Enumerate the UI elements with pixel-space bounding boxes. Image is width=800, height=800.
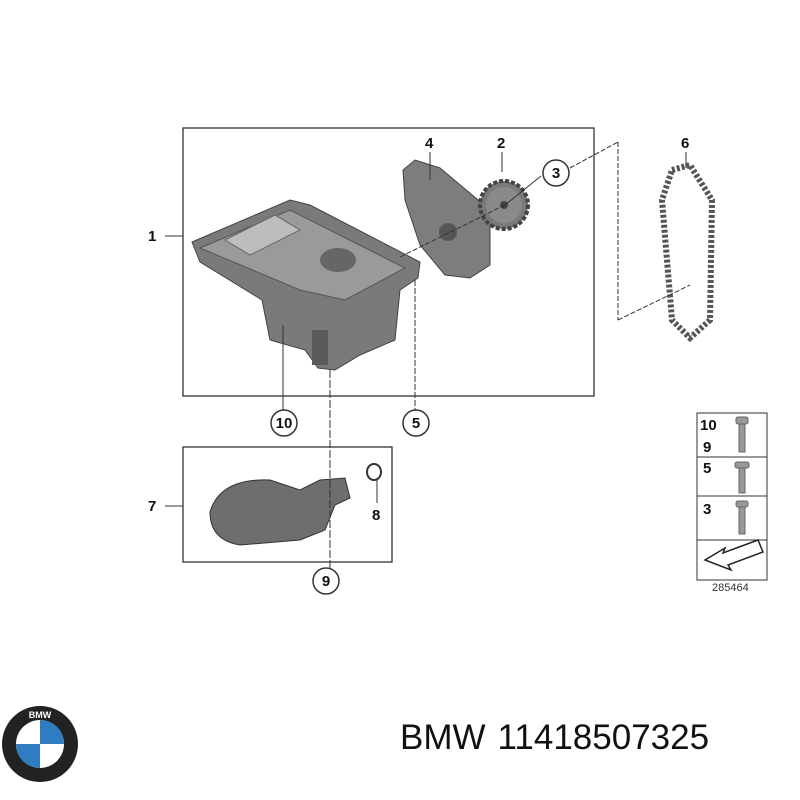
o-ring-image <box>366 463 382 481</box>
bmw-logo: BMW <box>2 706 78 782</box>
assembly-frame <box>182 127 595 397</box>
arrow-icon <box>703 539 764 572</box>
callout-7: 7 <box>148 498 156 515</box>
callout-2: 2 <box>497 135 505 152</box>
legend-num-10: 10 <box>700 417 717 434</box>
bmw-logo-text: BMW <box>29 710 52 720</box>
callout-8: 8 <box>372 507 380 524</box>
callout-9: 9 <box>322 573 330 590</box>
part-number: 11418507325 <box>497 718 710 757</box>
fastener-legend: 10 9 5 3 <box>696 412 768 581</box>
callout-1: 1 <box>148 228 156 245</box>
diagram-ref-id: 285464 <box>712 582 749 594</box>
cover-plate-image <box>402 159 491 279</box>
suction-pipe-frame <box>182 446 393 563</box>
leader-lines <box>165 141 691 568</box>
bolt-icons <box>734 416 750 535</box>
callout-6: 6 <box>681 135 689 152</box>
legend-num-5: 5 <box>703 460 711 477</box>
callout-4: 4 <box>425 135 434 152</box>
legend-num-3: 3 <box>703 501 711 518</box>
suction-pipe-image <box>209 477 351 546</box>
callout-10: 10 <box>276 415 293 432</box>
part-caption: BMW 11418507325 <box>400 718 721 758</box>
callout-3: 3 <box>552 165 560 182</box>
callout-5: 5 <box>412 415 420 432</box>
brand-name: BMW <box>400 718 486 757</box>
oil-pump-image <box>191 199 421 371</box>
timing-chain-image <box>658 161 716 343</box>
legend-num-9: 9 <box>703 439 711 456</box>
